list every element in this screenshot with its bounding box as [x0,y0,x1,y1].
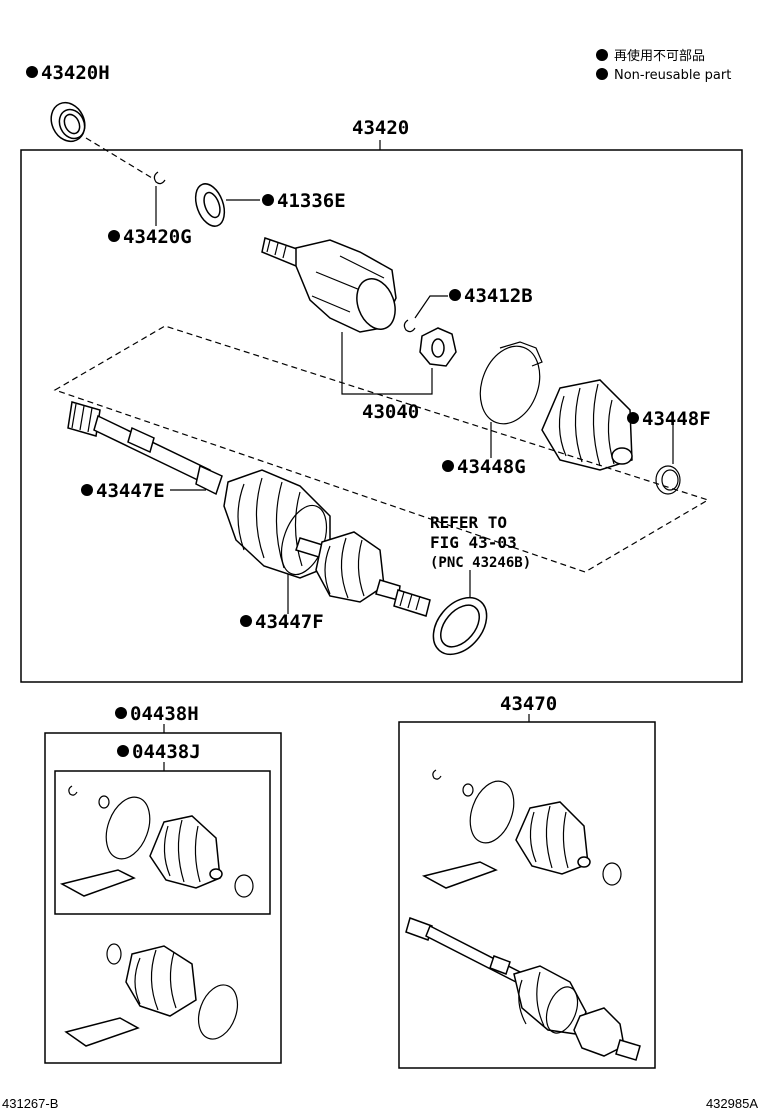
assembly-frame-43420 [20,149,743,683]
kit-frame-04438J [54,770,271,915]
kit-04438J-parts-drawing [59,785,254,898]
part-number-43412B: 43412B [464,285,533,307]
part-number-43447E: 43447E [96,480,165,502]
seal-43420H-drawing [50,101,86,143]
legend-en: Non-reusable part [614,68,731,83]
dust-seal-drawing [432,596,488,656]
part-number-43420G: 43420G [123,226,192,248]
non-reusable-dot-icon [81,484,93,496]
non-reusable-dot-icon [449,289,461,301]
callout-43420H: 43420H [26,62,110,84]
non-reusable-dot-icon [262,194,274,206]
joint-housing-drawing [261,237,397,333]
non-reusable-dot-icon [108,230,120,242]
part-number-43470: 43470 [500,693,557,715]
leader-43040 [341,332,433,395]
part-number-04438J: 04438J [132,741,201,763]
dashed-group-outline [53,325,710,573]
refer-line-2: FIG 43-03 [430,533,517,552]
kit-04438H-parts-drawing [64,943,239,1047]
dashed-leader [85,137,153,179]
part-number-41336E: 41336E [277,190,346,212]
kit-frame-04438H [44,732,282,1064]
non-reusable-dot-icon [596,68,608,80]
washer-41336E-drawing [194,183,226,227]
non-reusable-dot-icon [115,707,127,719]
legend: 再使用不可部品 Non-reusable part [596,48,731,83]
footer-left-code: 431267-B [2,1096,58,1111]
non-reusable-dot-icon [442,460,454,472]
assembly-frame-43470 [398,721,656,1069]
non-reusable-dot-icon [240,615,252,627]
snap-ring-43420G-drawing [153,171,166,185]
part-number-43420H: 43420H [41,62,110,84]
inboard-boot-drawing [541,379,633,471]
part-number-43420: 43420 [352,117,409,139]
part-number-43040: 43040 [362,401,419,423]
assembly-43470-parts-drawing [405,769,641,1061]
refer-line-1: REFER TO [430,513,507,532]
part-number-43448G: 43448G [457,456,526,478]
non-reusable-dot-icon [117,745,129,757]
part-number-04438H: 04438H [130,703,199,725]
boot-band-43448G-drawing [479,341,543,425]
boot-band-43448F-drawing [655,465,681,495]
ring-43412B-drawing [403,319,416,333]
non-reusable-dot-icon [596,49,608,61]
part-number-43447F: 43447F [255,611,324,633]
drive-shaft-drawing [67,401,431,617]
refer-line-3: (PNC 43246B) [430,555,531,571]
tripod-spider-drawing [419,327,457,367]
legend-jp: 再使用不可部品 [614,48,705,64]
footer-right-code: 432985A [706,1096,758,1111]
non-reusable-dot-icon [26,66,38,78]
part-number-43448F: 43448F [642,408,711,430]
non-reusable-dot-icon [627,412,639,424]
